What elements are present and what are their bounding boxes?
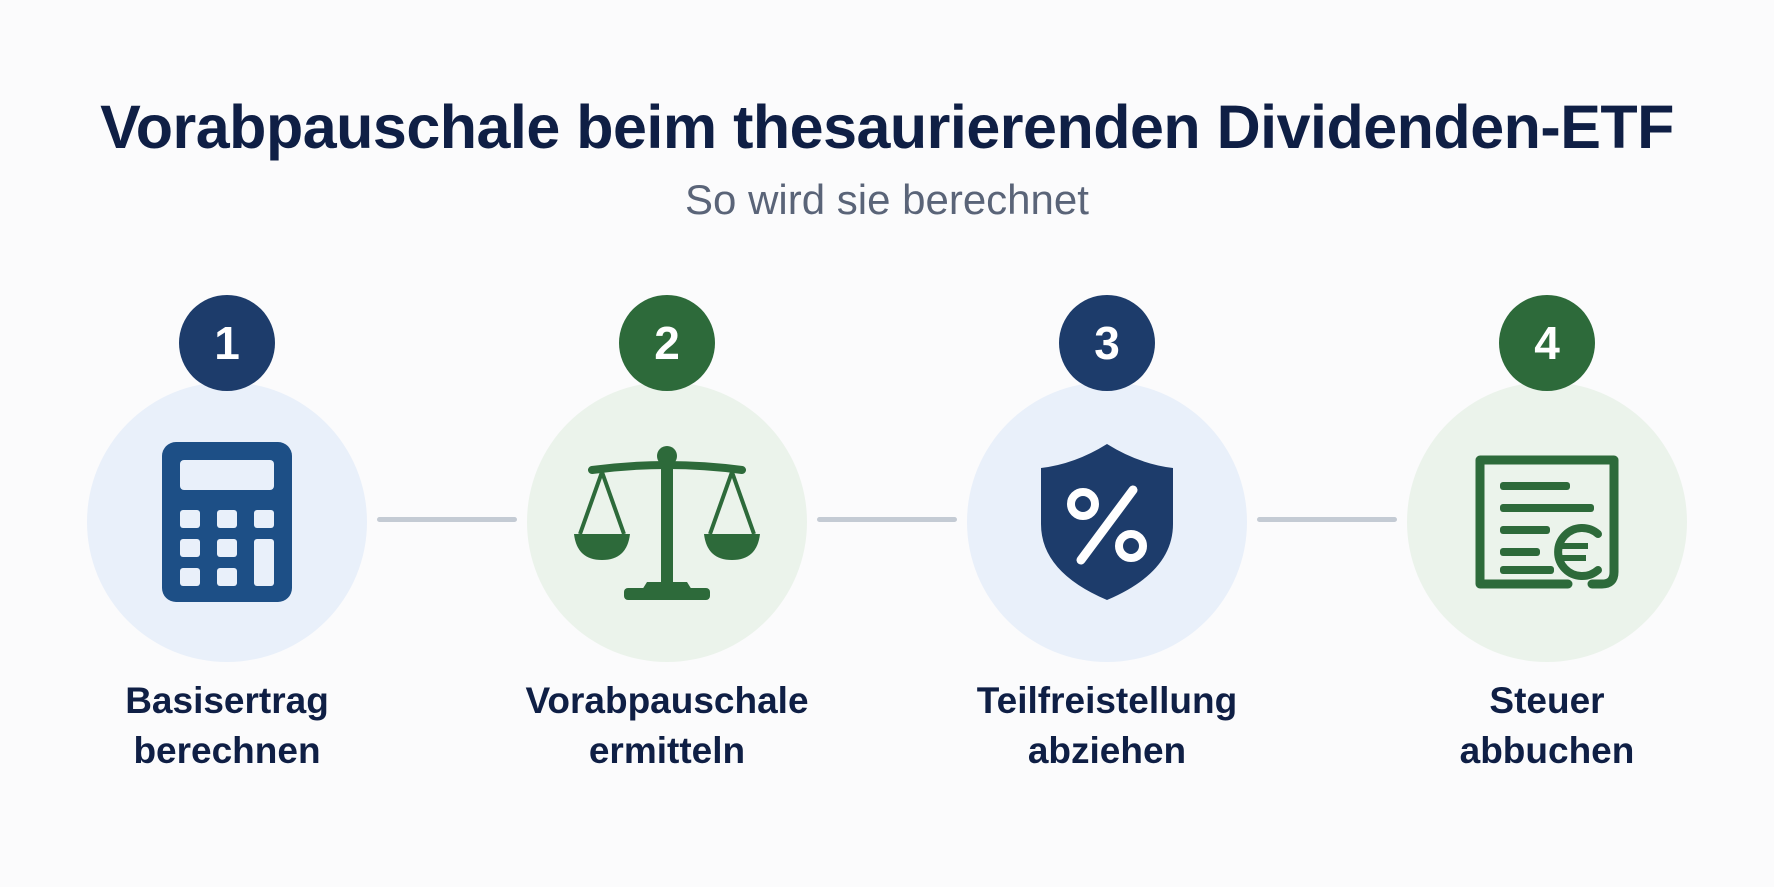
calculator-icon — [162, 442, 292, 602]
step-1-number-badge: 1 — [179, 295, 275, 391]
step-4-number-badge: 4 — [1499, 295, 1595, 391]
step-3-number-badge: 3 — [1059, 295, 1155, 391]
euro-document-icon — [1475, 455, 1619, 589]
step-4-icon-circle — [1407, 382, 1687, 662]
step-3-icon-circle — [967, 382, 1247, 662]
step-2-label: Vorabpauschale ermitteln — [525, 680, 809, 771]
step-2-number-badge: 2 — [619, 295, 715, 391]
step-1-icon-circle — [87, 382, 367, 662]
scales-icon — [574, 446, 760, 600]
connector-2-3 — [817, 517, 957, 522]
connector-1-2 — [377, 517, 517, 522]
page-title: Vorabpauschale beim thesaurierenden Divi… — [100, 93, 1674, 161]
page-subtitle: So wird sie berechnet — [685, 176, 1089, 223]
step-4-label: Steuer abbuchen — [1459, 680, 1635, 771]
connector-3-4 — [1257, 517, 1397, 522]
step-3-label: Teilfreistellung abziehen — [976, 680, 1238, 771]
step-1-label: Basisertrag berechnen — [125, 680, 329, 771]
step-2-icon-circle — [527, 382, 807, 662]
percent-shield-icon — [1041, 444, 1173, 600]
